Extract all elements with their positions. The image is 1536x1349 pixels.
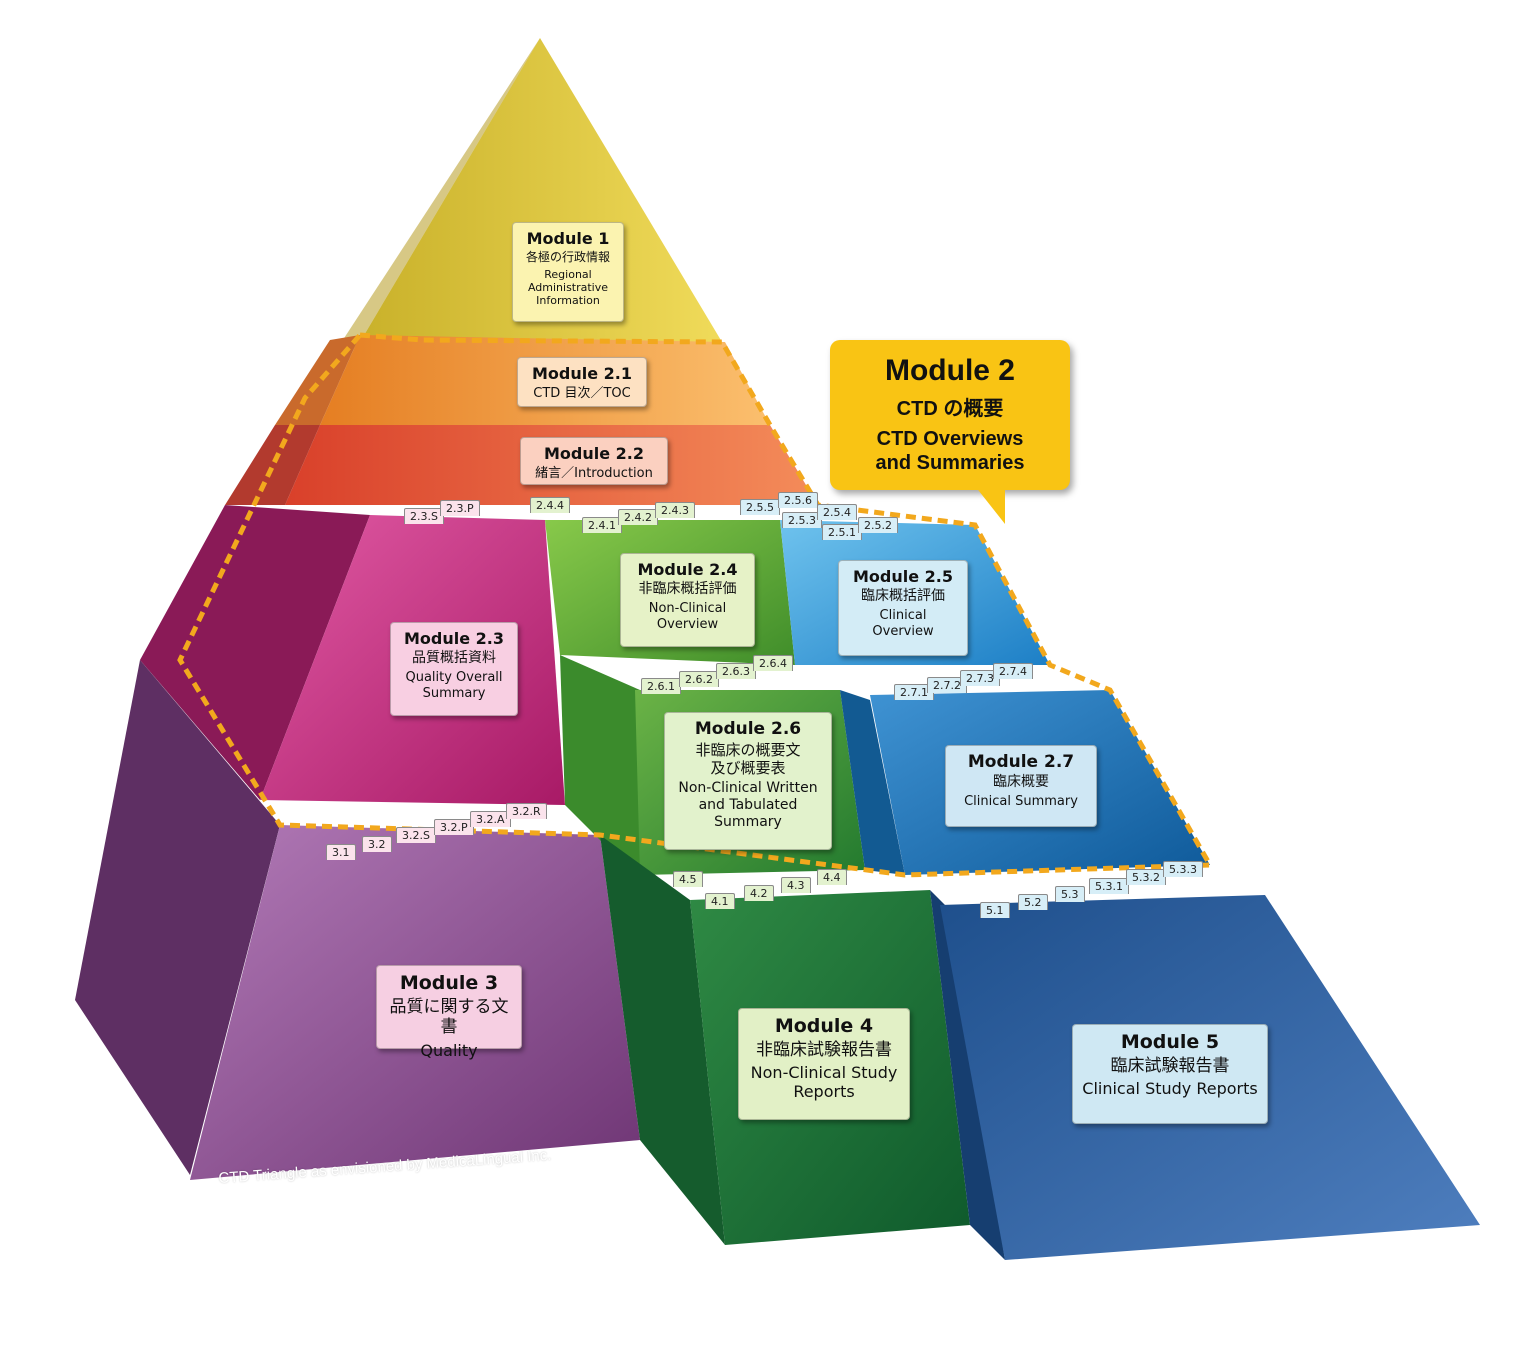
module-2-3-title: Module 2.3 xyxy=(403,629,504,648)
tab-2-3-s: 2.3.S xyxy=(404,508,444,524)
tab-4-4: 4.4 xyxy=(817,869,847,885)
module-3-en: Quality xyxy=(420,1040,478,1060)
module-5-en: Clinical Study Reports xyxy=(1082,1079,1258,1099)
tab-2-6-4: 2.6.4 xyxy=(753,655,793,671)
module-2-1-label: Module 2.1 CTD 目次／TOC xyxy=(517,357,647,407)
tab-2-6-1: 2.6.1 xyxy=(641,678,681,694)
callout-pointer xyxy=(975,486,1005,524)
module-5-side xyxy=(930,890,1005,1260)
module-5-ja: 臨床試験報告書 xyxy=(1110,1055,1230,1076)
module-2-1-en: CTD 目次／TOC xyxy=(533,386,631,402)
tab-3-2-a: 3.2.A xyxy=(470,811,511,827)
tab-2-5-3: 2.5.3 xyxy=(782,512,822,528)
module-2-4-label: Module 2.4 非臨床概括評価 Non-Clinical Overview xyxy=(620,553,755,647)
module-4-en: Non-Clinical Study Reports xyxy=(750,1063,898,1102)
module-2-2-label: Module 2.2 緒言／Introduction xyxy=(520,437,668,485)
module-5-label: Module 5 臨床試験報告書 Clinical Study Reports xyxy=(1072,1024,1268,1124)
module-2-4-title: Module 2.4 xyxy=(637,560,738,579)
tab-2-7-2: 2.7.2 xyxy=(927,677,967,693)
module-2-2-en: 緒言／Introduction xyxy=(535,466,653,482)
tab-2-5-4: 2.5.4 xyxy=(817,504,857,520)
tab-2-4-3: 2.4.3 xyxy=(655,502,695,518)
module-2-4-ja: 非臨床概括評価 xyxy=(638,581,737,598)
callout-ja: CTD の概要 xyxy=(896,398,1004,420)
module-2-6-title: Module 2.6 xyxy=(694,719,802,739)
tab-2-5-2: 2.5.2 xyxy=(858,517,898,533)
callout-en-line2: and Summaries xyxy=(875,452,1025,475)
tab-3-2-p: 3.2.P xyxy=(434,819,474,835)
module-2-5-ja: 臨床概括評価 xyxy=(861,588,945,605)
module-2-6-ja: 非臨床の概要文 及び概要表 xyxy=(695,741,801,778)
module-2-5-en: Clinical Overview xyxy=(872,607,934,639)
tab-3-2-s: 3.2.S xyxy=(396,827,436,843)
module-4-ja: 非臨床試験報告書 xyxy=(756,1039,892,1060)
module-2-5-label: Module 2.5 臨床概括評価 Clinical Overview xyxy=(838,560,968,656)
tab-2-4-1: 2.4.1 xyxy=(582,517,622,533)
module-2-1-side xyxy=(275,335,360,425)
module-2-7-title: Module 2.7 xyxy=(967,752,1075,772)
tab-3-2: 3.2 xyxy=(362,836,392,852)
module-2-boundary xyxy=(177,332,1215,878)
module-3-ja: 品質に関する文書 xyxy=(389,996,509,1038)
tab-2-5-5: 2.5.5 xyxy=(740,499,780,515)
module-1-ja: 各極の行政情報 xyxy=(525,250,610,265)
tab-2-6-2: 2.6.2 xyxy=(679,671,719,687)
module-3-side xyxy=(75,660,280,1175)
tab-2-4-4: 2.4.4 xyxy=(530,497,570,513)
tab-5-2: 5.2 xyxy=(1018,894,1048,910)
callout-en-line1: CTD Overviews xyxy=(876,428,1024,450)
module-2-3-label: Module 2.3 品質概括資料 Quality Overall Summar… xyxy=(390,622,518,716)
tab-4-2: 4.2 xyxy=(744,885,774,901)
tab-3-1: 3.1 xyxy=(326,844,356,860)
module-2-5-title: Module 2.5 xyxy=(852,567,953,586)
module-2-7-label: Module 2.7 臨床概要 Clinical Summary xyxy=(945,745,1097,827)
module-4-label: Module 4 非臨床試験報告書 Non-Clinical Study Rep… xyxy=(738,1008,910,1120)
module-5-title: Module 5 xyxy=(1120,1031,1220,1053)
module-2-6-label: Module 2.6 非臨床の概要文 及び概要表 Non-Clinical Wr… xyxy=(664,712,832,850)
module-2-2-side xyxy=(225,425,320,505)
module-2-6-side xyxy=(560,655,640,880)
module-2-3-side xyxy=(140,505,370,800)
module-2-2-title: Module 2.2 xyxy=(543,444,644,463)
tab-5-3-2: 5.3.2 xyxy=(1126,869,1166,885)
tab-2-3-p: 2.3.P xyxy=(440,500,480,516)
module-2-1-title: Module 2.1 xyxy=(531,364,632,383)
module-4-title: Module 4 xyxy=(774,1015,874,1037)
module-1-label: Module 1 各極の行政情報 Regional Administrative… xyxy=(512,222,624,322)
module-2-callout: Module 2 CTD の概要 CTD Overviews and Summa… xyxy=(830,340,1070,490)
module-1-title: Module 1 xyxy=(526,229,610,248)
module-2-7-side xyxy=(840,690,905,875)
callout-title: Module 2 xyxy=(884,354,1015,387)
tab-4-1: 4.1 xyxy=(705,893,735,909)
tab-4-5: 4.5 xyxy=(673,871,703,887)
tab-2-5-1: 2.5.1 xyxy=(822,524,862,540)
tab-2-5-6: 2.5.6 xyxy=(778,492,818,508)
module-4-side xyxy=(600,835,725,1245)
module-2-7-ja: 臨床概要 xyxy=(993,774,1049,791)
tab-3-2-r: 3.2.R xyxy=(506,803,547,819)
tab-2-4-2: 2.4.2 xyxy=(618,509,658,525)
callout-en: CTD Overviews and Summaries xyxy=(830,427,1070,476)
module-2-3-ja: 品質概括資料 xyxy=(412,650,496,667)
module-1-side xyxy=(305,38,540,398)
tab-5-3-3: 5.3.3 xyxy=(1163,861,1203,877)
tab-2-7-4: 2.7.4 xyxy=(993,663,1033,679)
module-1-en: Regional Administrative Information xyxy=(527,267,609,307)
module-2-7-en: Clinical Summary xyxy=(964,794,1078,810)
tab-5-3-1: 5.3.1 xyxy=(1089,878,1129,894)
tab-4-3: 4.3 xyxy=(781,877,811,893)
module-2-4-en: Non-Clinical Overview xyxy=(648,600,727,632)
tab-5-3: 5.3 xyxy=(1055,886,1085,902)
module-2-3-en: Quality Overall Summary xyxy=(405,669,503,701)
tab-5-1: 5.1 xyxy=(980,902,1010,918)
module-3-label: Module 3 品質に関する文書 Quality xyxy=(376,965,522,1060)
module-2-6-en: Non-Clinical Written and Tabulated Summa… xyxy=(678,780,818,830)
tab-2-6-3: 2.6.3 xyxy=(716,663,756,679)
module-1-face xyxy=(360,38,722,342)
module-3-title: Module 3 xyxy=(399,972,499,994)
